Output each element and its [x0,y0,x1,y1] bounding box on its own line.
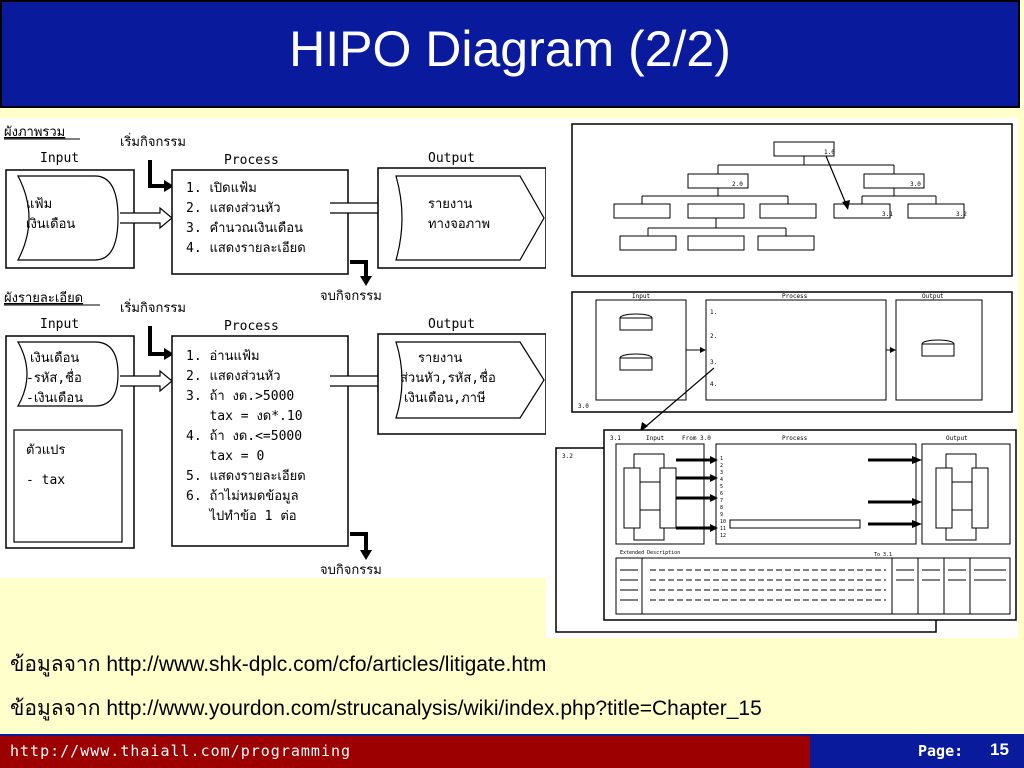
overview-process-line-3: 3. คำนวณเงินเดือน [186,220,303,236]
detail-output-line-1: รายงาน [418,351,463,366]
low-num-1: 1 [720,456,723,462]
slide-title: HIPO Diagram (2/2) [289,21,731,77]
tree-label-3-2: 3.2 [956,211,967,218]
low-output-header: Output [946,435,968,442]
hipo-yourdon-diagrams: 1.0 2.0 3.0 3.1 3.2 Input Process Output… [546,118,1018,638]
detail-process-box [171,335,349,547]
low-frame-label-front: 3.1 [610,435,621,442]
footer-page-number: 15 [990,740,1009,759]
detail-variable-box [13,429,123,543]
detail-process-line-8: 6. ถ้าไม่หมดข้อมูล [186,488,299,504]
overview-start-label: เริ่มกิจกรรม [120,133,186,150]
tree-label-1-0: 1.0 [824,149,835,156]
detail-process-line-9: ไปทำข้อ 1 ต่อ [186,508,297,524]
overview-input-header: Input [40,151,79,166]
hipo-thai-example: ผังภาพรวม Input Process Output เริ่มกิจก… [0,118,548,578]
detail-variable-line-2: - tax [26,473,65,488]
detail-input-line-1: เงินเดือน [30,350,79,366]
mid-frame-label: 3.0 [578,403,589,410]
low-from-label: From 3.0 [682,435,711,442]
overview-process-line-4: 4. แสดงรายละเอียด [186,240,306,256]
overview-output-header: Output [428,151,475,166]
low-num-2: 2 [720,463,723,469]
source-prefix-2: ข้อมูลจาก [10,697,101,720]
overview-output-line-1: รายงาน [428,197,473,212]
low-ext-label: Extended Description [620,550,680,556]
low-num-3: 3 [720,470,723,476]
source-url-2[interactable]: http://www.yourdon.com/strucanalysis/wik… [106,697,762,720]
low-num-12: 12 [720,533,726,539]
overview-process-box [171,169,349,275]
low-num-7: 7 [720,498,723,504]
mid-num-2: 2. [710,333,717,340]
tree-label-3-0: 3.0 [910,181,921,188]
source-url-1[interactable]: http://www.shk-dplc.com/cfo/articles/lit… [106,653,547,676]
low-num-10: 10 [720,519,726,525]
low-num-6: 6 [720,491,723,497]
detail-output-line-2: ส่วนหัว,รหัส,ชื่อ [400,369,496,386]
tree-label-3-1: 3.1 [882,211,893,218]
tree-label-2-0: 2.0 [732,181,743,188]
source-prefix-1: ข้อมูลจาก [10,653,101,676]
mid-output-header: Output [922,293,944,300]
overview-process-line-2: 2. แสดงส่วนหัว [186,201,281,216]
low-frame-label-back: 3.2 [562,453,573,460]
detail-variable-line-1: ตัวแปร [26,443,65,458]
mid-num-1: 1. [710,309,717,316]
detail-input-line-2: -รหัส,ชื่อ [26,369,82,386]
detail-section-label: ผังรายละเอียด [4,290,83,306]
low-num-5: 5 [720,484,723,490]
low-num-9: 9 [720,512,723,518]
overview-end-label: จบกิจกรรม [320,289,382,304]
footer-page-label: Page: [918,742,964,760]
low-num-11: 11 [720,526,726,532]
overview-output-line-2: ทางจอภาพ [428,217,490,232]
detail-output-header: Output [428,317,475,332]
detail-input-line-3: -เงินเดือน [26,390,83,406]
overview-process-header: Process [224,153,279,168]
low-num-8: 8 [720,505,723,511]
title-bar: HIPO Diagram (2/2) [0,0,1020,108]
mid-num-4: 4. [710,381,717,388]
detail-process-line-3: 3. ถ้า งด.>5000 [186,389,294,404]
mid-num-3: 3. [710,359,717,366]
detail-process-header: Process [224,319,279,334]
detail-process-line-7: 5. แสดงรายละเอียด [186,468,306,484]
footer-url-bar [0,736,810,768]
overview-process-line-1: 1. เปิดแฟ้ม [186,181,257,196]
low-to-label: To 3.1 [874,552,892,558]
overview-input-line-2: เงินเดือน [26,216,75,232]
low-process-header: Process [782,435,808,442]
mid-input-header: Input [632,293,650,300]
low-input-header: Input [646,435,664,442]
detail-process-line-5: 4. ถ้า งด.<=5000 [186,429,302,444]
mid-process-header: Process [782,293,808,300]
detail-start-label: เริ่มกิจกรรม [120,299,186,316]
overview-input-line-1: แฟ้ม [26,197,52,212]
low-num-4: 4 [720,477,723,483]
source-line-1: ข้อมูลจาก http://www.shk-dplc.com/cfo/ar… [10,648,546,681]
detail-process-line-4: tax = งด*.10 [186,409,303,424]
footer-url[interactable]: http://www.thaiall.com/programming [10,742,352,760]
detail-input-header: Input [40,317,79,332]
detail-process-line-2: 2. แสดงส่วนหัว [186,369,281,384]
detail-output-line-3: เงินเดือน,ภาษี [404,390,486,406]
overview-section-label: ผังภาพรวม [4,125,65,140]
detail-process-line-1: 1. อ่านแฟ้ม [186,349,260,364]
detail-end-label: จบกิจกรรม [320,563,382,578]
detail-process-line-6: tax = 0 [186,449,264,464]
source-line-2: ข้อมูลจาก http://www.yourdon.com/strucan… [10,692,762,725]
